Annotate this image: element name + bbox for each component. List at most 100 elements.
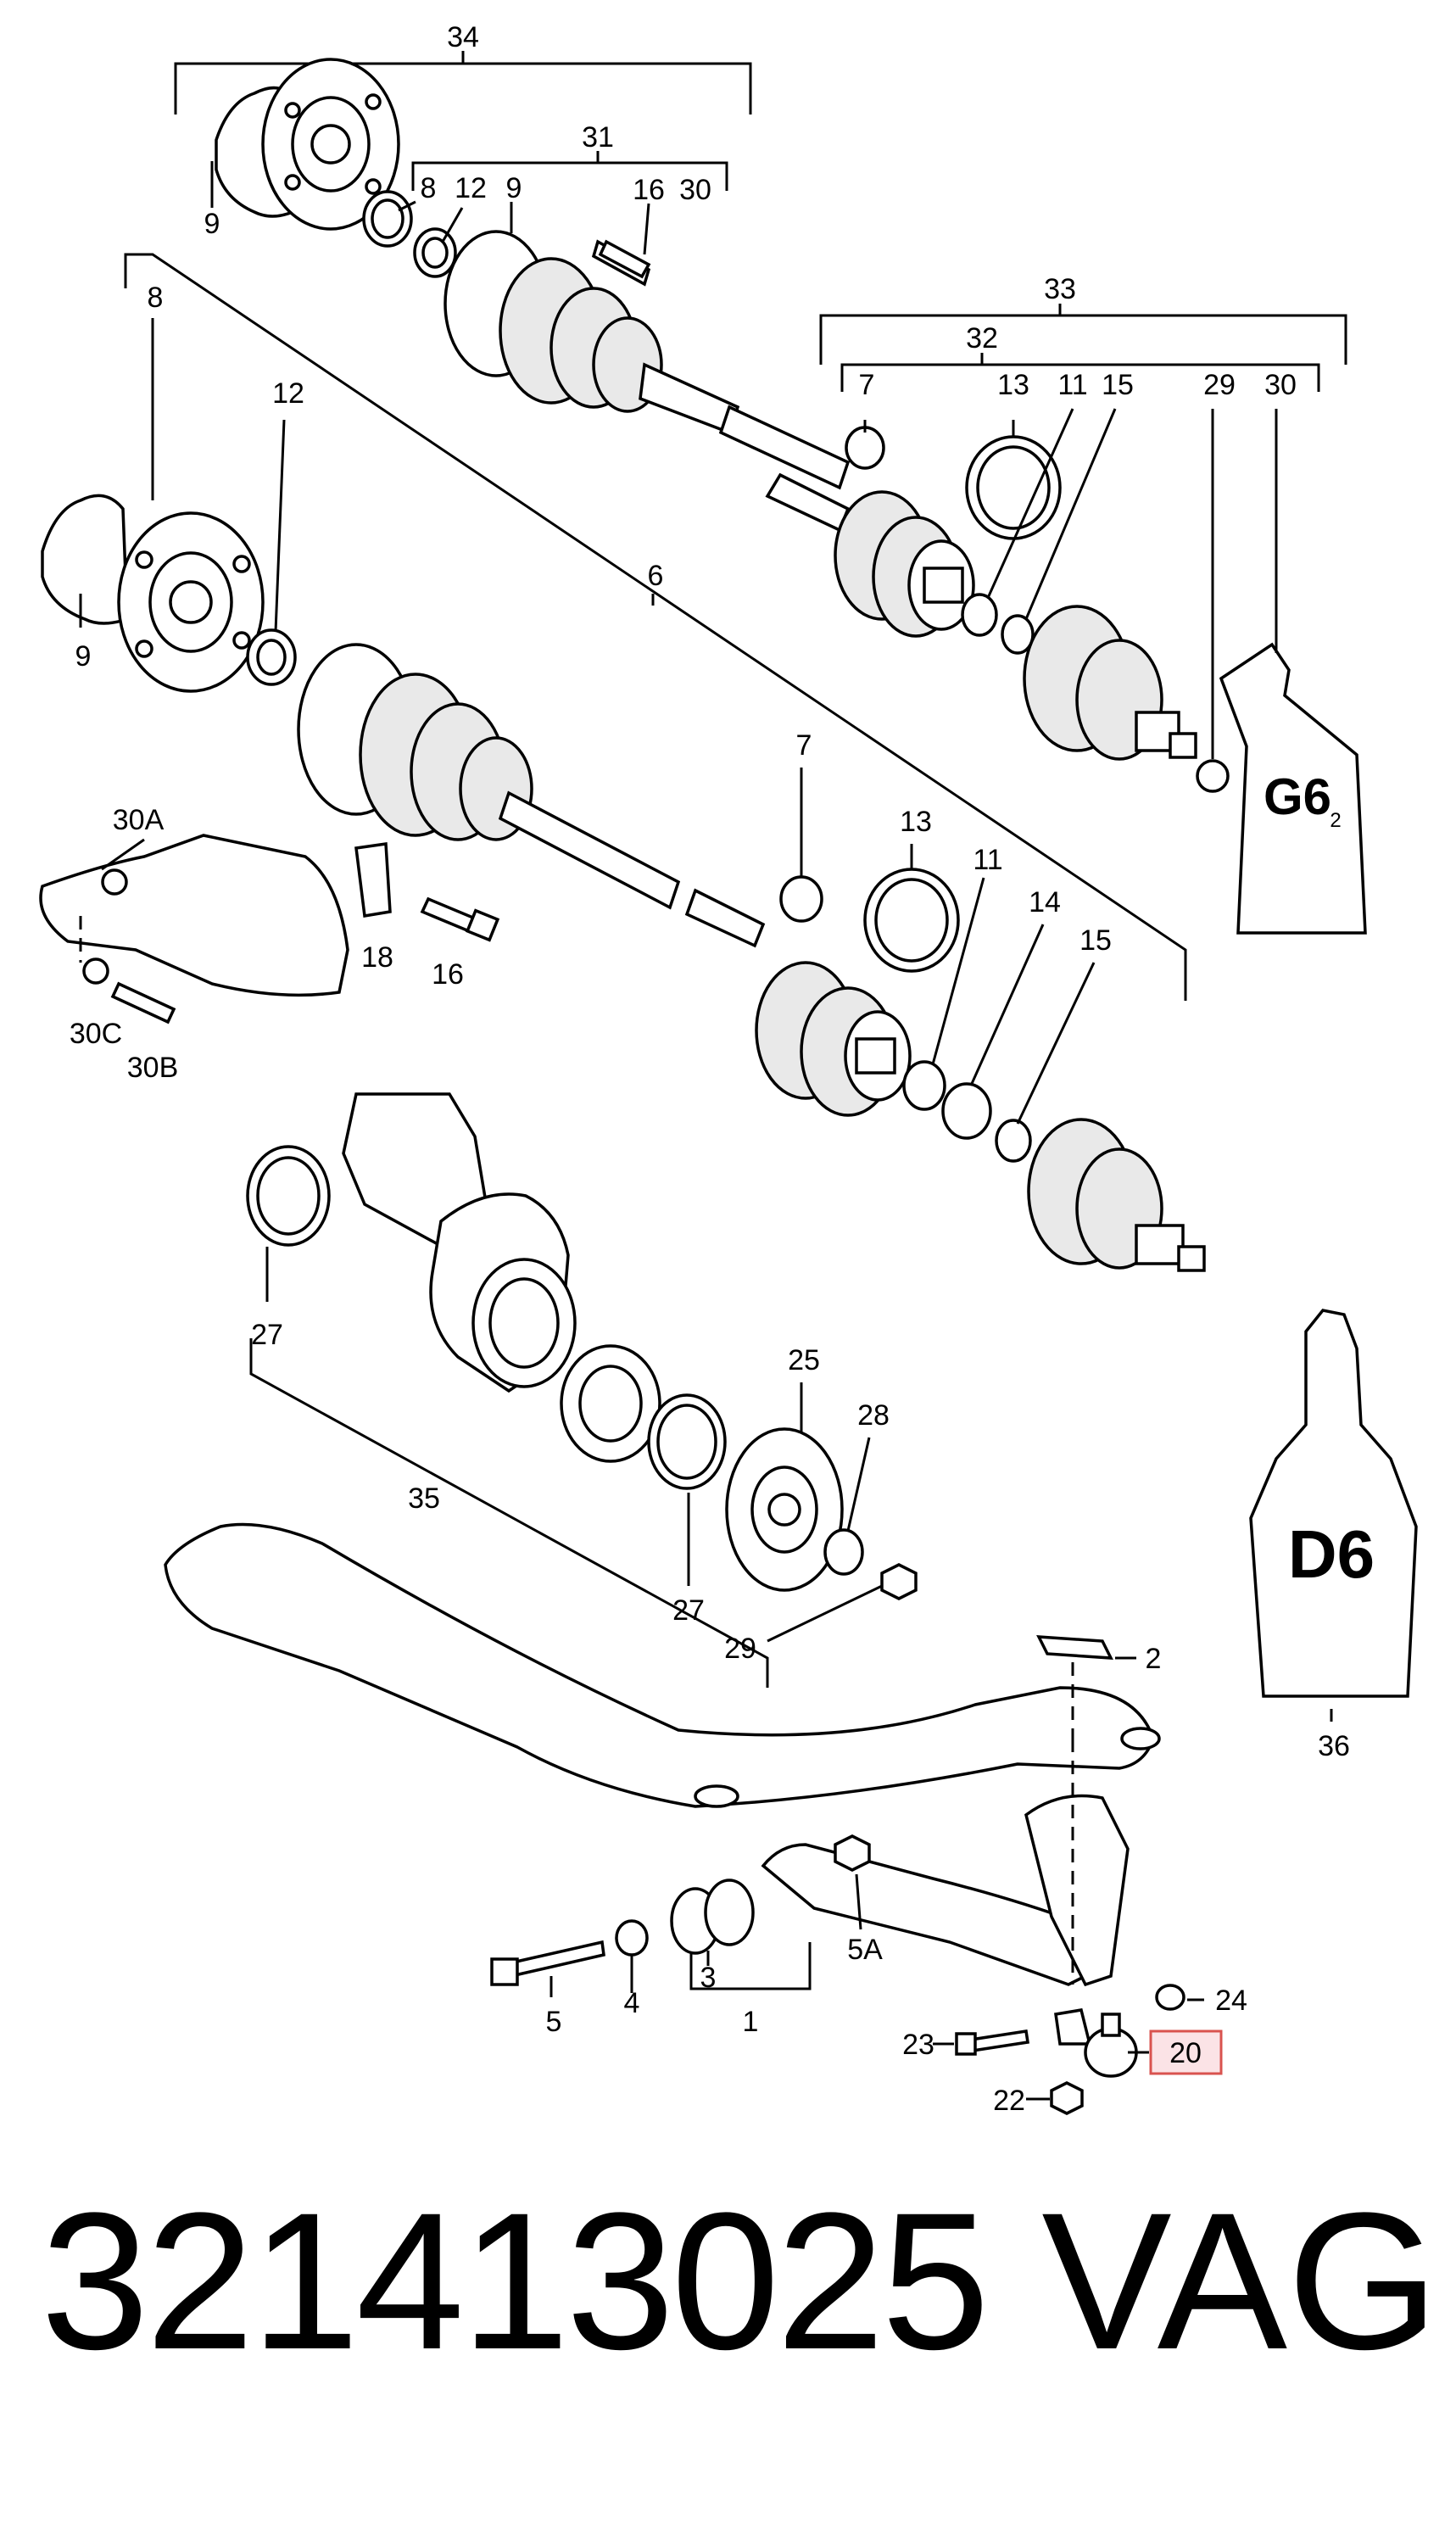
bracket-1 — [689, 1942, 812, 1990]
bolt-23 — [955, 2029, 1029, 2056]
callout-15-mid: 15 — [1079, 924, 1112, 957]
strut-knuckle — [342, 1092, 577, 1393]
callout-18: 18 — [361, 941, 393, 974]
callout-12-left: 12 — [272, 377, 304, 410]
callout-27-right: 27 — [672, 1594, 705, 1627]
clamp-13-lower — [863, 868, 960, 973]
brand-name: VAG — [1041, 2172, 1439, 2390]
callout-28: 28 — [857, 1399, 890, 1432]
callout-20-highlight — [1149, 2029, 1223, 2075]
callout-29-top: 29 — [1203, 369, 1236, 401]
bracket-18 — [354, 841, 392, 918]
bolt-30b — [79, 916, 176, 1024]
ball-joint-20 — [1054, 2008, 1138, 2078]
callout-12-top: 12 — [455, 172, 487, 204]
ring-11-upper — [961, 593, 998, 637]
bolt-5 — [490, 1940, 605, 1986]
bracket-32 — [840, 353, 1320, 392]
callout-16-mid: 16 — [432, 958, 464, 991]
callout-7-top: 7 — [859, 369, 875, 401]
control-arm — [761, 1739, 1130, 1987]
grease-tube-g6: G6 2 — [1219, 642, 1367, 935]
washer-28 — [823, 1528, 864, 1576]
callout-8-top: 8 — [421, 172, 437, 204]
part-number: 321413025 — [41, 2172, 990, 2390]
washer-30c — [82, 957, 109, 985]
driveshaft-6 — [297, 643, 912, 1117]
bracket-2 — [1036, 1635, 1113, 1739]
callout-22: 22 — [993, 2085, 1025, 2117]
callout-32: 32 — [966, 322, 998, 355]
circlip-15-lower — [995, 1119, 1032, 1163]
nut-22 — [1050, 2081, 1084, 2115]
callout-27-left: 27 — [251, 1319, 283, 1351]
callout-23: 23 — [902, 2029, 934, 2061]
callout-30A: 30A — [113, 804, 165, 836]
callout-15-top: 15 — [1102, 369, 1134, 401]
callout-3: 3 — [700, 1962, 717, 1994]
footer-caption: 321413025 VAG — [0, 2171, 1456, 2392]
washer-12-upper — [413, 227, 457, 278]
upper-driveshaft-31 — [443, 230, 851, 533]
subframe — [164, 1522, 1161, 1808]
callout-11-mid: 11 — [973, 844, 1002, 876]
callout-5: 5 — [546, 2006, 562, 2038]
callout-7-mid: 7 — [796, 729, 812, 762]
callout-9-left: 9 — [75, 640, 92, 673]
callout-35: 35 — [408, 1482, 440, 1515]
leader-lines — [79, 161, 1333, 2101]
callout-1: 1 — [743, 2006, 759, 2038]
callout-30-right: 30 — [1264, 369, 1297, 401]
outer-cv-joint-32 — [834, 490, 975, 638]
bushing-14 — [941, 1082, 992, 1140]
callout-29-bottom: 29 — [724, 1633, 756, 1665]
bracket-34 — [174, 51, 752, 114]
callout-33: 33 — [1044, 273, 1076, 305]
heat-shield-30a — [39, 834, 349, 997]
callout-36: 36 — [1318, 1730, 1350, 1762]
callout-25: 25 — [788, 1344, 820, 1376]
nut-29-lower — [880, 1563, 918, 1600]
bracket-6 — [124, 253, 1187, 1001]
callout-30C: 30C — [70, 1018, 122, 1050]
clamp-7-lower — [779, 875, 823, 923]
bolt-16-upper — [598, 239, 651, 279]
nut-5a — [834, 1834, 871, 1872]
callout-24: 24 — [1215, 1985, 1247, 2017]
circlip-8-upper — [362, 190, 413, 248]
nut-24 — [1155, 1984, 1185, 2011]
circlip-27-right — [647, 1393, 727, 1490]
tube-g6-sub: 2 — [1330, 809, 1341, 832]
bushing-3 — [670, 1879, 755, 1955]
cv-joint-upper — [215, 58, 400, 231]
bolt-16-lower — [420, 896, 500, 942]
callout-8-left: 8 — [148, 282, 164, 314]
bracket-35 — [249, 1338, 769, 1688]
tube-g6-label: G6 — [1264, 768, 1331, 825]
callout-11-top: 11 — [1057, 369, 1087, 401]
ring-11-lower — [902, 1060, 946, 1111]
callout-34: 34 — [447, 21, 479, 53]
callout-13-mid: 13 — [900, 806, 932, 838]
clamp-7-upper — [845, 426, 885, 470]
circlip-15-upper — [1001, 614, 1035, 655]
callout-9-mid: 9 — [506, 172, 522, 204]
callout-9-top: 9 — [204, 208, 220, 240]
callout-14: 14 — [1029, 886, 1061, 918]
inner-boot-32 — [1023, 605, 1230, 793]
washer-12-lower — [246, 628, 297, 686]
cv-joint-lower — [41, 494, 265, 693]
callout-16-top: 16 — [633, 174, 665, 206]
callout-4: 4 — [624, 1987, 640, 2019]
callout-5A: 5A — [847, 1934, 883, 1966]
callout-30-top: 30 — [679, 174, 711, 206]
bracket-33 — [819, 304, 1347, 365]
bottle-d6-label: D6 — [1288, 1516, 1375, 1592]
callout-13-top: 13 — [997, 369, 1029, 401]
circlip-27-left — [246, 1145, 331, 1247]
bracket-31 — [411, 151, 728, 191]
oil-bottle-d6: D6 — [1249, 1309, 1418, 1698]
wheel-bearing — [560, 1344, 661, 1463]
clamp-13-upper — [965, 435, 1062, 540]
